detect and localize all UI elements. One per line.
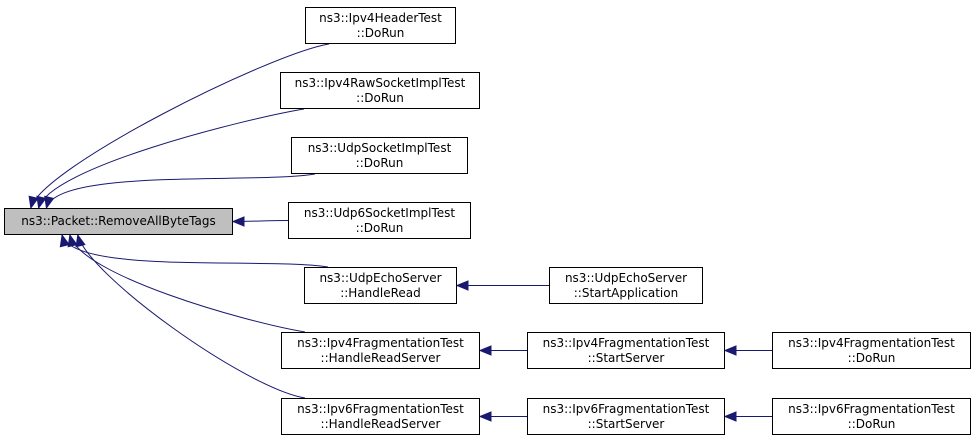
- edge-frag6read-to-root: [77, 234, 306, 399]
- node-label-line-1: ns3::Ipv4FragmentationTest: [297, 335, 464, 350]
- node-label-line-1: ns3::Ipv4RawSocketImplTest: [294, 75, 466, 90]
- node-label-line-2: ::StartServer: [587, 350, 665, 365]
- node-label-line-2: ::StartServer: [587, 416, 665, 431]
- node-label-line-1: ns3::UdpEchoServer: [564, 270, 688, 285]
- edge-ipv4header-to-root: [30, 43, 330, 209]
- node-label-line-1: ns3::Ipv4FragmentationTest: [788, 335, 955, 350]
- node-udp-echo-server-start-application[interactable]: ns3::UdpEchoServer ::StartApplication: [549, 267, 703, 304]
- node-packet-remove-all-byte-tags: ns3::Packet::RemoveAllByteTags: [4, 208, 233, 235]
- node-label-line-1: ns3::Ipv4FragmentationTest: [542, 335, 710, 350]
- node-ipv6-fragmentation-test-handle-read-server[interactable]: ns3::Ipv6FragmentationTest ::HandleReadS…: [281, 398, 480, 435]
- edge-arrowhead: [478, 411, 492, 422]
- node-label-line-1: ns3::Ipv6FragmentationTest: [788, 401, 955, 416]
- node-label-line-1: ns3::Ipv6FragmentationTest: [542, 401, 710, 416]
- node-label-line-2: ::DoRun: [355, 155, 404, 170]
- node-label-line-2: ::StartApplication: [573, 285, 679, 300]
- node-udp6-socket-impl-test-dorun[interactable]: ns3::Udp6SocketImplTest ::DoRun: [288, 202, 471, 239]
- edge-arrowhead: [36, 195, 47, 210]
- node-label-line-2: ::DoRun: [356, 25, 405, 40]
- node-udp-socket-impl-test-dorun[interactable]: ns3::UdpSocketImplTest ::DoRun: [291, 137, 468, 174]
- edge-arrowhead: [67, 233, 78, 248]
- node-label-line-2: ::HandleReadServer: [320, 350, 441, 365]
- node-label-line-2: ::DoRun: [355, 220, 404, 235]
- node-ipv4-fragmentation-test-dorun[interactable]: ns3::Ipv4FragmentationTest ::DoRun: [772, 332, 971, 369]
- edge-echoread-to-root: [61, 234, 329, 268]
- edge-arrowhead: [231, 216, 245, 227]
- node-ipv4-fragmentation-test-handle-read-server[interactable]: ns3::Ipv4FragmentationTest ::HandleReadS…: [281, 332, 480, 369]
- node-label-line-2: ::HandleReadServer: [320, 416, 441, 431]
- node-label-line-1: ns3::UdpSocketImplTest: [307, 140, 452, 155]
- edge-arrowhead: [455, 280, 469, 291]
- edge-arrowhead: [478, 345, 492, 356]
- node-udp-echo-server-handle-read[interactable]: ns3::UdpEchoServer ::HandleRead: [304, 267, 457, 304]
- node-ipv6-fragmentation-test-dorun[interactable]: ns3::Ipv6FragmentationTest ::DoRun: [772, 398, 971, 435]
- edge-arrowhead: [44, 195, 55, 210]
- edge-ipv4raw-to-root: [38, 108, 305, 209]
- node-label-line-2: ::HandleRead: [340, 285, 421, 300]
- edge-arrowhead: [723, 345, 737, 356]
- edge-udpsock-to-root: [45, 173, 316, 209]
- edge-arrowhead: [723, 411, 737, 422]
- node-ipv6-fragmentation-test-start-server[interactable]: ns3::Ipv6FragmentationTest ::StartServer: [527, 398, 725, 435]
- node-label-line-1: ns3::UdpEchoServer: [319, 270, 442, 285]
- node-label-line-2: ::DoRun: [356, 90, 404, 105]
- edge-arrowhead: [75, 233, 86, 248]
- node-label-line-1: ns3::Packet::RemoveAllByteTags: [21, 214, 216, 228]
- node-ipv4-header-test-dorun[interactable]: ns3::Ipv4HeaderTest ::DoRun: [305, 7, 456, 44]
- node-label-line-1: ns3::Ipv6FragmentationTest: [297, 401, 464, 416]
- node-label-line-1: ns3::Udp6SocketImplTest: [303, 205, 456, 220]
- node-label-line-2: ::DoRun: [847, 416, 896, 431]
- node-label-line-1: ns3::Ipv4HeaderTest: [319, 10, 442, 25]
- node-ipv4-fragmentation-test-start-server[interactable]: ns3::Ipv4FragmentationTest ::StartServer: [527, 332, 725, 369]
- node-ipv4-raw-socket-impl-test-dorun[interactable]: ns3::Ipv4RawSocketImplTest ::DoRun: [280, 72, 480, 109]
- edge-arrowhead: [59, 233, 70, 248]
- node-label-line-2: ::DoRun: [847, 350, 896, 365]
- edge-arrowhead: [28, 195, 39, 210]
- edge-frag4read-to-root: [69, 234, 306, 333]
